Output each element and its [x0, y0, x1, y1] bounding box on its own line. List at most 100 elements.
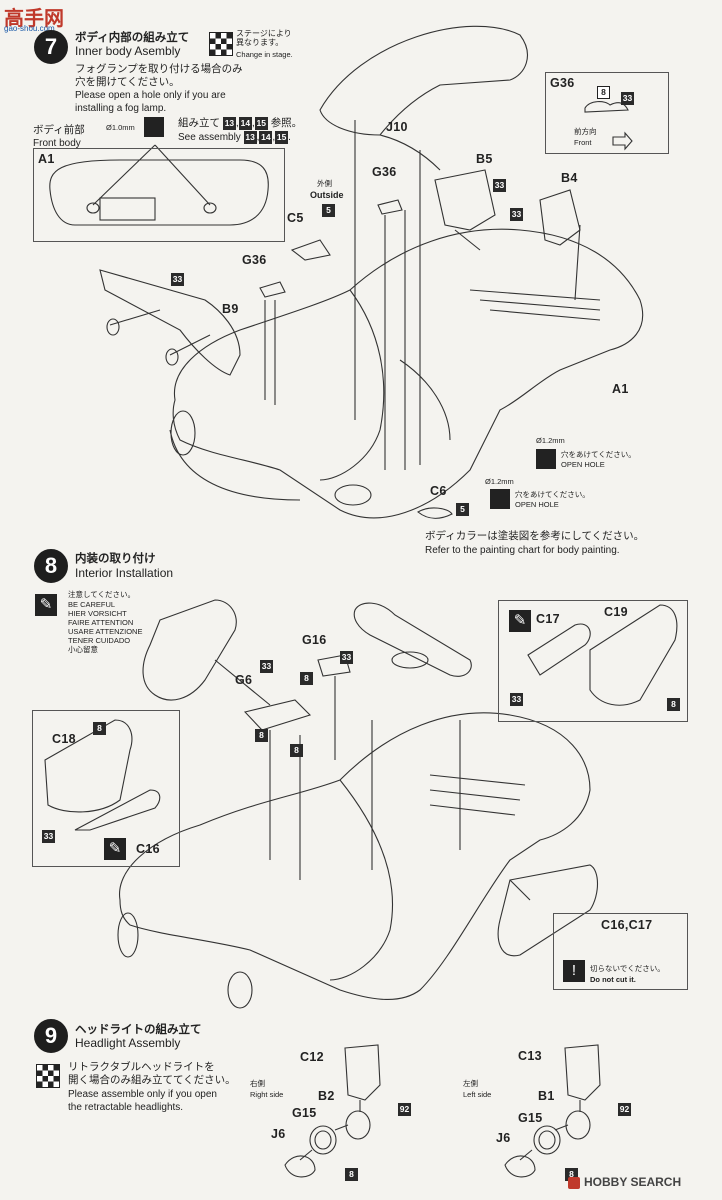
checker-icon-step9	[36, 1064, 60, 1088]
badge-33-b9: 33	[171, 273, 184, 286]
badge-33-g6: 33	[260, 660, 273, 673]
watermark-logo: 高手网	[4, 8, 64, 30]
label-c19: C19	[604, 605, 628, 619]
checker-icon	[209, 32, 233, 56]
badge-33-g16: 33	[340, 651, 353, 664]
badge-5-outside: 5	[322, 204, 335, 217]
hole-size-1: Ø1.0mm	[106, 123, 135, 132]
paint-note-jp: ボディカラーは塗装図を参考にしてください。	[425, 530, 645, 542]
badge-8-g6a: 8	[255, 729, 268, 742]
step-8-title-jp: 内装の取り付け	[75, 553, 156, 565]
step-7-number: 7	[34, 30, 68, 64]
step-7-title-en: Inner body Asembly	[75, 44, 181, 58]
g36-detail-box	[545, 72, 669, 154]
badge-8-g6b: 8	[290, 744, 303, 757]
open-hole-jp-2: 穴をあけてください。	[515, 490, 590, 499]
label-b1: B1	[538, 1089, 555, 1103]
careful-6: 小心留意	[68, 645, 98, 654]
label-g6: G6	[235, 673, 253, 687]
label-g15-left: G15	[518, 1111, 543, 1125]
right-side-en: Right side	[250, 1090, 284, 1099]
stage-note-en: Change in stage.	[236, 50, 293, 59]
label-b5: B5	[476, 152, 493, 166]
label-b2: B2	[318, 1089, 335, 1103]
label-a1-body: A1	[612, 382, 629, 396]
label-g16: G16	[302, 633, 327, 647]
fog-note-jp-1: フォグランプを取り付ける場合のみ	[75, 63, 243, 75]
drill-hole-icon	[144, 117, 164, 137]
step-9-title-jp: ヘッドライトの組み立て	[75, 1024, 202, 1036]
hobby-search-logo	[568, 1177, 580, 1189]
paint-brush-icon-c17: ✎	[509, 610, 531, 632]
label-j6-left: J6	[496, 1131, 511, 1145]
part-j10-shape	[319, 25, 528, 136]
badge-92-right: 92	[398, 1103, 411, 1116]
warning-icon-no-cut: !	[563, 960, 585, 982]
label-g36-left: G36	[242, 253, 267, 267]
careful-jp: 注意してください。	[68, 590, 136, 599]
badge-33-b5: 33	[493, 179, 506, 192]
headlight-note-en-2: the retractable headlights.	[68, 1102, 184, 1113]
assembly-ref-jp: 組み立て 13,14,15 参照。	[178, 117, 303, 130]
label-b9: B9	[222, 302, 239, 316]
open-hole-jp-1: 穴をあけてください。	[561, 450, 636, 459]
fog-note-en-1: Please open a hole only if you are	[75, 90, 226, 101]
step-8-number: 8	[34, 549, 68, 583]
outside-jp: 外側	[317, 179, 332, 188]
g36-front-en: Front	[574, 138, 592, 147]
label-j10: J10	[386, 120, 408, 134]
ref-badge-15-en: 15	[275, 131, 289, 144]
label-c13: C13	[518, 1049, 542, 1063]
open-hole-size-1: Ø1.2mm	[536, 436, 565, 445]
fog-note-jp-2: 穴を開けてください。	[75, 76, 180, 88]
label-c16: C16	[136, 842, 160, 856]
label-c18: C18	[52, 732, 76, 746]
open-hole-icon-1	[536, 449, 556, 469]
step-9-title-en: Headlight Assembly	[75, 1036, 181, 1050]
label-g36-box: G36	[550, 76, 575, 90]
front-body-jp: ボディ前部	[33, 124, 85, 136]
front-body-detail-box	[33, 148, 285, 242]
badge-92-left: 92	[618, 1103, 631, 1116]
step-9-number: 9	[34, 1019, 68, 1053]
paint-brush-icon-c16: ✎	[104, 838, 126, 860]
label-c16-c17: C16,C17	[601, 918, 653, 932]
careful-2: HIER VORSICHT	[68, 609, 127, 618]
step-7-title-jp: ボディ内部の組み立て	[75, 32, 190, 44]
c18-c16-detail-box	[32, 710, 180, 867]
open-hole-icon-2	[490, 489, 510, 509]
outside-en: Outside	[310, 190, 344, 200]
left-side-en: Left side	[463, 1090, 492, 1099]
label-c5: C5	[287, 211, 304, 225]
ref-badge-14: 14	[238, 117, 252, 130]
badge-8-c19: 8	[667, 698, 680, 711]
open-hole-en-1: OPEN HOLE	[561, 460, 605, 469]
badge-8-right: 8	[345, 1168, 358, 1181]
open-hole-en-2: OPEN HOLE	[515, 500, 559, 509]
no-cut-en: Do not cut it.	[590, 975, 636, 984]
label-g15-right: G15	[292, 1106, 317, 1120]
ref-badge-13: 13	[222, 117, 236, 130]
no-cut-jp: 切らないでください。	[590, 964, 665, 973]
headlight-note-en-1: Please assemble only if you open	[68, 1089, 217, 1100]
no-cut-box	[553, 913, 688, 990]
careful-5: TENER CUIDADO	[68, 636, 131, 645]
badge-8-g36box: 8	[597, 86, 610, 99]
label-g36-top: G36	[372, 165, 397, 179]
careful-1: BE CAREFUL	[68, 600, 116, 609]
badge-5-c6: 5	[456, 503, 469, 516]
assembly-ref-en: See assembly 13,14,15.	[178, 131, 291, 144]
badge-33-b4: 33	[510, 208, 523, 221]
label-c6: C6	[430, 484, 447, 498]
watermark-url: gao-shou.com	[4, 24, 55, 33]
careful-3: FAIRE ATTENTION	[68, 618, 134, 627]
c17-c19-detail-box	[498, 600, 688, 722]
left-side-jp: 左側	[463, 1079, 478, 1088]
paint-brush-icon: ✎	[35, 594, 57, 616]
fog-note-en-2: installing a fog lamp.	[75, 103, 167, 114]
right-side-jp: 右側	[250, 1079, 265, 1088]
step-8-title-en: Interior Installation	[75, 566, 174, 580]
label-a1-box: A1	[38, 152, 55, 166]
hobby-search-brand: HOBBY SEARCH	[584, 1175, 682, 1189]
